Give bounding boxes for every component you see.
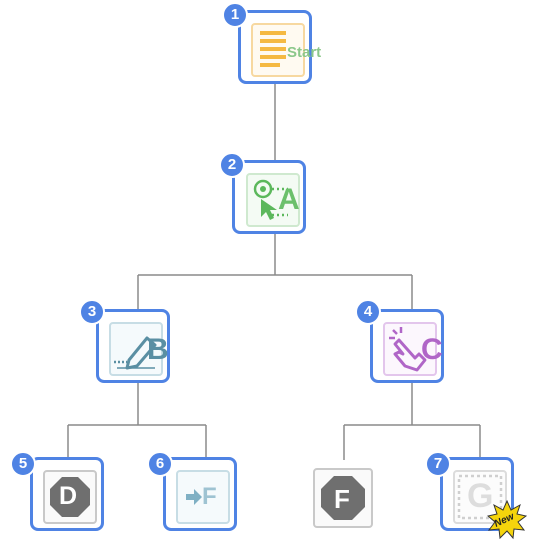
node-f-octagon-label: F bbox=[334, 484, 350, 514]
badge-7: 7 bbox=[425, 451, 451, 477]
badge-2: 2 bbox=[219, 152, 245, 178]
click-select-icon bbox=[253, 179, 288, 220]
node-f-arrow[interactable]: F bbox=[163, 457, 237, 531]
f-octagon-icon-frame: F bbox=[313, 468, 373, 528]
connectors bbox=[67, 84, 481, 468]
node-start[interactable]: Start bbox=[238, 10, 321, 84]
node-g[interactable]: G New bbox=[440, 457, 527, 540]
tap-finger-icon bbox=[389, 327, 427, 372]
d-icon-frame: D bbox=[43, 470, 97, 524]
f-arrow-icon-frame: F bbox=[176, 470, 230, 524]
node-a-label: A bbox=[278, 183, 300, 216]
badge-6: 6 bbox=[147, 451, 173, 477]
node-a[interactable]: A bbox=[232, 160, 306, 234]
node-f-arrow-label: F bbox=[202, 483, 217, 510]
octagon-icon bbox=[50, 477, 90, 517]
node-d[interactable]: D bbox=[30, 457, 104, 531]
badge-5: 5 bbox=[10, 451, 36, 477]
badge-3: 3 bbox=[79, 299, 105, 325]
node-b[interactable]: B bbox=[96, 309, 170, 383]
node-g-label: G bbox=[467, 477, 494, 515]
node-f-octagon[interactable]: F bbox=[305, 460, 379, 534]
document-lines-icon bbox=[260, 31, 286, 67]
node-c[interactable]: C bbox=[370, 309, 444, 383]
octagon-icon bbox=[321, 476, 365, 520]
new-burst-icon bbox=[487, 500, 527, 540]
node-start-label: Start bbox=[287, 44, 322, 61]
node-b-label: B bbox=[147, 333, 169, 366]
arrow-in-icon bbox=[186, 489, 202, 505]
pencil-signature-icon bbox=[114, 336, 157, 370]
start-icon-frame bbox=[251, 23, 305, 77]
badge-1: 1 bbox=[222, 2, 248, 28]
node-c-label: C bbox=[421, 333, 443, 366]
dotted-box-icon bbox=[457, 474, 503, 520]
node-d-label: D bbox=[59, 482, 78, 510]
g-icon-frame: G bbox=[453, 470, 507, 524]
c-icon-frame bbox=[383, 322, 437, 376]
a-icon-frame bbox=[246, 173, 300, 227]
b-icon-frame bbox=[109, 322, 163, 376]
badge-4: 4 bbox=[355, 299, 381, 325]
